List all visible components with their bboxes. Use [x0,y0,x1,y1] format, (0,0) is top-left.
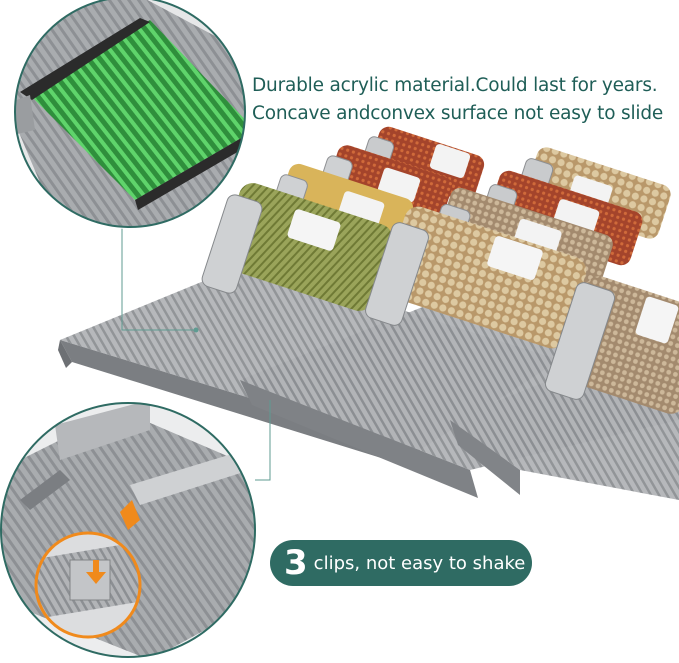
callout-leader-lines [121,226,271,481]
leader-dot [193,327,199,333]
down-arrow-icon [86,560,106,584]
headline-line-2: Concave andconvex surface not easy to sl… [252,103,664,124]
magnifier-bottom [0,401,257,659]
clips-count: 3 [284,543,308,583]
magnifier-top [13,0,247,229]
magnifier-clip-detail [34,531,142,639]
clips-callout-text: clips, not easy to shake [313,552,526,574]
feature-headline: Durable acrylic material.Could last for … [252,72,672,128]
jar-herbs [201,183,393,311]
jar-seeds [544,276,679,414]
clips-callout-badge: 3 clips, not easy to shake [270,540,532,586]
jar-peppercorns [365,206,587,349]
headline-line-1: Durable acrylic material.Could last for … [252,75,658,96]
